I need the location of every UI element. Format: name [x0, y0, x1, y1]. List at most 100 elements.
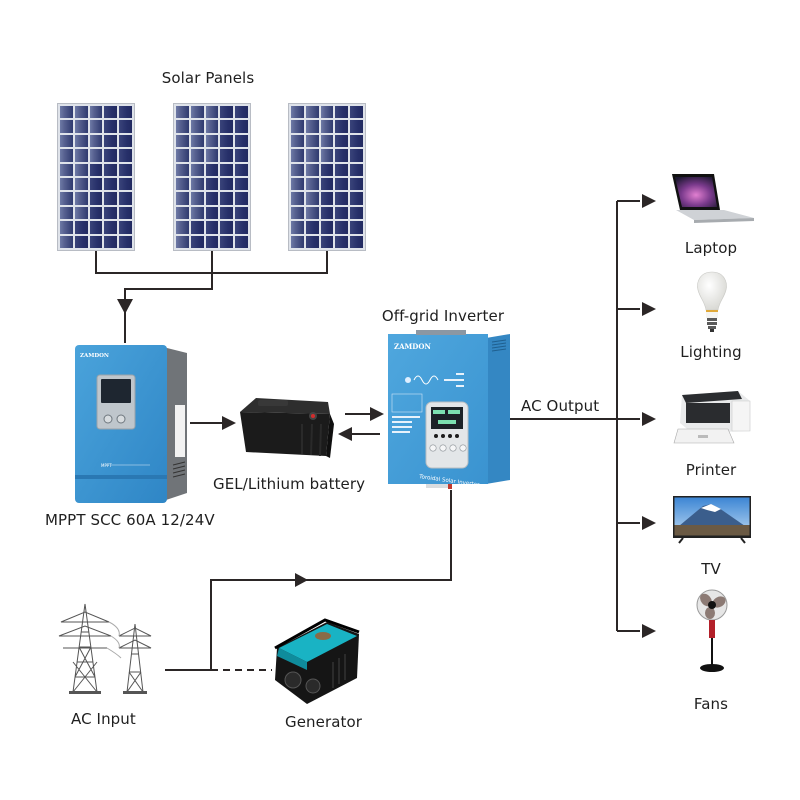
solar-cell	[60, 134, 73, 148]
generator-label: Generator	[285, 713, 363, 731]
solar-cell	[74, 134, 88, 148]
solar-cell	[104, 120, 118, 133]
ac-input-wire	[165, 490, 452, 671]
arrow-left-battery	[338, 427, 352, 441]
solar-cell	[220, 177, 234, 191]
solar-cell	[176, 221, 189, 234]
solar-cell	[89, 192, 103, 205]
solar-cell	[305, 106, 319, 119]
ac-output-label: AC Output	[521, 397, 600, 415]
solar-cell	[74, 235, 88, 248]
solar-cell	[235, 177, 248, 191]
solar-cell	[74, 120, 88, 133]
solar-panel-3	[288, 103, 366, 251]
solar-cell	[320, 149, 334, 162]
solar-cell	[350, 221, 363, 234]
solar-cell	[89, 120, 103, 133]
solar-cell	[220, 149, 234, 162]
solar-cell	[235, 206, 248, 220]
solar-cell	[89, 206, 103, 220]
load-label-lighting: Lighting	[680, 343, 742, 361]
solar-cell	[305, 221, 319, 234]
solar-cell	[291, 163, 304, 176]
solar-cell	[335, 192, 349, 205]
solar-cell	[190, 192, 204, 205]
solar-panel-2	[173, 103, 251, 251]
solar-cell	[89, 221, 103, 234]
solar-cell	[104, 235, 118, 248]
solar-cell	[60, 235, 73, 248]
solar-cell	[89, 163, 103, 176]
solar-cell	[119, 177, 132, 191]
solar-cell	[190, 177, 204, 191]
solar-cell	[350, 177, 363, 191]
solar-cell	[119, 149, 132, 162]
solar-panel-1	[57, 103, 135, 251]
solar-cell	[60, 192, 73, 205]
solar-cell	[60, 106, 73, 119]
arrow-printer	[642, 412, 656, 426]
solar-cell	[60, 206, 73, 220]
arrow-down-scc	[117, 299, 133, 314]
solar-cell	[350, 163, 363, 176]
solar-cell	[350, 206, 363, 220]
solar-cell	[320, 177, 334, 191]
solar-cell	[350, 235, 363, 248]
solar-cell	[74, 206, 88, 220]
solar-cell	[190, 106, 204, 119]
arrow-right-inverter	[370, 407, 384, 421]
solar-cell	[305, 134, 319, 148]
solar-cell	[119, 106, 132, 119]
solar-cell	[205, 192, 219, 205]
battery-image	[240, 398, 334, 458]
solar-cell	[119, 192, 132, 205]
laptop-icon	[672, 174, 754, 223]
solar-cell	[119, 206, 132, 220]
solar-cell	[74, 106, 88, 119]
solar-cell	[305, 120, 319, 133]
charge-controller-image: ZAMDON MPPT	[75, 345, 187, 503]
solar-cell	[60, 120, 73, 133]
solar-cell	[205, 163, 219, 176]
solar-cell	[350, 120, 363, 133]
solar-cell	[305, 192, 319, 205]
charge-controller-label: MPPT SCC 60A 12/24V	[45, 511, 215, 529]
solar-cell	[104, 149, 118, 162]
solar-cell	[205, 106, 219, 119]
solar-cell	[320, 206, 334, 220]
solar-cell	[190, 221, 204, 234]
arrow-laptop	[642, 194, 656, 208]
solar-cell	[220, 134, 234, 148]
solar-cell	[220, 235, 234, 248]
solar-cell	[190, 206, 204, 220]
battery-label: GEL/Lithium battery	[213, 475, 366, 493]
solar-cell	[235, 134, 248, 148]
solar-cell	[104, 206, 118, 220]
solar-cell	[220, 192, 234, 205]
scc-button-menu	[116, 414, 126, 424]
ac-input-label: AC Input	[71, 710, 136, 728]
arrow-ac-input	[295, 573, 308, 587]
inverter-image: ZAMDON Toroidal Solar Inverter	[388, 330, 510, 489]
solar-cell	[335, 120, 349, 133]
load-label-printer: Printer	[685, 461, 737, 479]
solar-cell	[320, 235, 334, 248]
solar-cell	[291, 221, 304, 234]
solar-cell	[291, 177, 304, 191]
solar-cell	[205, 134, 219, 148]
solar-cell	[176, 235, 189, 248]
solar-cell	[119, 235, 132, 248]
solar-cell	[220, 163, 234, 176]
solar-cell	[205, 120, 219, 133]
solar-cell	[335, 235, 349, 248]
solar-cell	[176, 149, 189, 162]
generator-icon	[274, 618, 360, 704]
solar-cell	[335, 177, 349, 191]
solar-cell	[104, 221, 118, 234]
solar-cell	[350, 106, 363, 119]
solar-cell	[335, 149, 349, 162]
solar-cell	[104, 106, 118, 119]
solar-cell	[235, 149, 248, 162]
solar-cell	[335, 221, 349, 234]
